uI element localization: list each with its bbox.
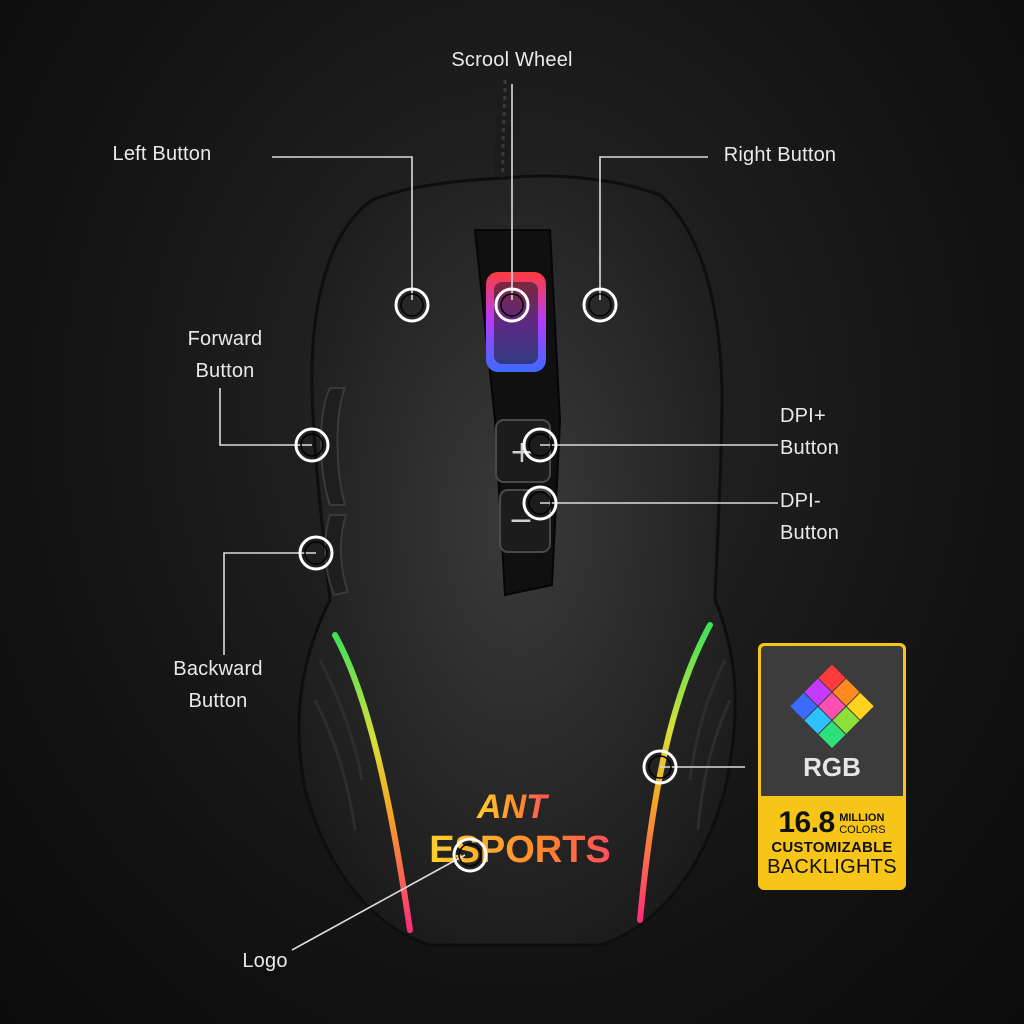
callout-markers xyxy=(294,287,678,873)
marker-forward-button xyxy=(294,427,330,463)
marker-scroll-wheel xyxy=(494,287,530,323)
badge-customizable: CUSTOMIZABLE xyxy=(771,839,893,856)
label-forward-button: Forward Button xyxy=(187,328,263,382)
rgb-badge: RGB 16.8 MILLION COLORS CUSTOMIZABLE BAC… xyxy=(758,643,906,890)
badge-colors: COLORS xyxy=(839,824,886,836)
left-rgb-strip xyxy=(332,632,413,933)
marker-dpi-minus xyxy=(522,485,558,521)
leader-lines xyxy=(219,84,778,951)
svg-text:−: − xyxy=(508,503,533,538)
badge-million: MILLION xyxy=(839,812,885,824)
badge-bottom-panel: 16.8 MILLION COLORS CUSTOMIZABLE BACKLIG… xyxy=(761,798,903,887)
marker-backward-button xyxy=(298,535,334,571)
badge-color-count: 16.8 xyxy=(778,806,835,839)
forward-side-key xyxy=(320,387,347,506)
badge-rgb-label: RGB xyxy=(803,752,861,782)
marker-rgb-strip xyxy=(642,749,678,785)
dpi-minus-key xyxy=(499,489,551,553)
mouse-logo-mark: ANT xyxy=(476,788,550,826)
label-scroll-wheel: Scrool Wheel xyxy=(451,49,573,71)
marker-right-button xyxy=(582,287,618,323)
label-dpi-plus: DPI+ Button xyxy=(780,405,840,459)
rgb-diamond-icon xyxy=(790,664,874,749)
label-left-button: Left Button xyxy=(112,143,212,165)
label-backward-button: Backward Button xyxy=(173,658,263,712)
badge-top-panel: RGB xyxy=(761,646,903,796)
right-rgb-strip xyxy=(637,622,713,923)
label-right-button: Right Button xyxy=(723,144,837,166)
marker-dpi-plus xyxy=(522,427,558,463)
marker-logo xyxy=(452,837,488,873)
badge-backlights: BACKLIGHTS xyxy=(767,856,897,878)
marker-left-button xyxy=(394,287,430,323)
label-logo: Logo xyxy=(242,950,288,972)
label-dpi-minus: DPI- Button xyxy=(780,490,840,544)
